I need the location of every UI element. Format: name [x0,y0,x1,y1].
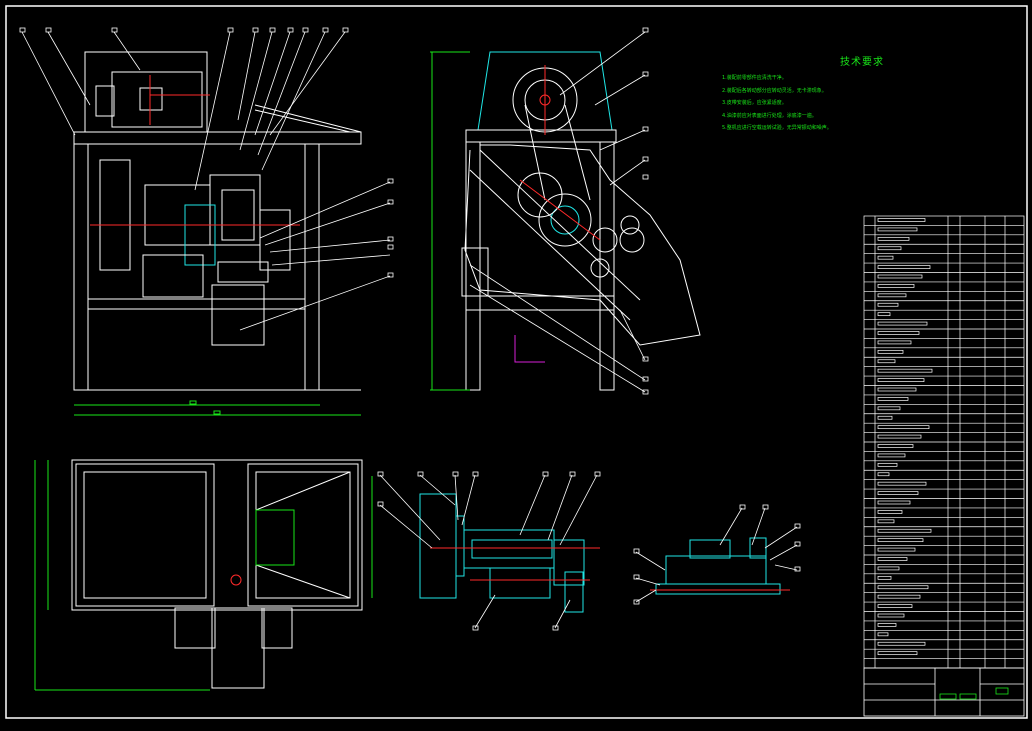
parts-list-entry [877,651,918,656]
requirement-line: 1.装配前零部件应清洗干净。 [722,75,787,81]
parts-list-entry [877,368,933,373]
parts-list-entry [877,406,901,411]
technical-requirements-title: 技术要求 [840,57,884,68]
parts-list-entry [877,227,918,232]
parts-list-entry [877,312,891,317]
parts-list-entry [877,218,926,222]
parts-list-entry [877,613,905,618]
parts-list-entry [877,378,925,382]
parts-list-entry [877,566,900,571]
parts-list-entry [877,444,914,448]
technical-requirements-list: 1.装配前零部件应清洗干净。 2.装配后各转动部分应转动灵活，无卡滞现象。 3.… [722,72,1022,135]
parts-list-entry [877,585,929,590]
parts-list-entry [877,293,907,298]
parts-list-entry [877,415,893,420]
parts-list-entry [877,462,898,467]
requirement-line: 5.整机应进行空载运转试验，无异常振动和噪声。 [722,125,832,131]
parts-list-entry [877,331,920,335]
parts-list-entry [877,397,909,401]
parts-list-entry [877,302,899,307]
parts-list-entry [877,500,911,505]
parts-list-entry [877,453,906,458]
parts-list-entry [877,528,932,533]
parts-list-table [863,215,1025,669]
parts-list-entry [877,510,903,514]
side-view-leaders [469,27,649,395]
parts-list-entry [877,491,919,495]
parts-list-entry [877,387,917,392]
parts-list-entry [877,434,922,439]
section-view-a-leaders [377,471,601,631]
parts-list-entry [877,359,896,364]
parts-list-entry [877,349,904,354]
parts-list-entry [877,274,923,279]
front-view [73,51,362,416]
requirement-line: 2.装配后各转动部分应转动灵活，无卡滞现象。 [722,87,827,94]
section-view-b [650,537,790,595]
section-view-a [419,493,600,613]
section-view-b-leaders [633,504,801,605]
parts-list-entry [877,594,921,599]
title-block [863,667,1025,717]
parts-list-entry [877,604,913,608]
requirement-line: 4.油漆前应对表面进行处理，涂底漆一遍。 [722,112,817,119]
parts-list-entry [877,481,927,486]
parts-list-entry [877,425,930,430]
side-view [430,51,701,391]
drawing-border [5,5,1028,719]
parts-list-entry [877,519,895,524]
parts-list-entry [877,321,928,326]
parts-list-entry [877,340,912,345]
parts-list-entry [877,575,892,580]
parts-list-entry [877,255,894,260]
parts-list-entry [877,472,890,477]
parts-list-entry [877,632,889,637]
requirement-line: 3.皮带安装后，应张紧适度。 [722,100,787,106]
parts-list-entry [877,641,926,646]
parts-list-entry [877,547,916,552]
parts-list-entry [877,265,931,269]
parts-list-entry [877,284,915,288]
parts-list-entry [877,246,902,251]
front-view-leaders [19,27,394,331]
parts-list-entry [877,236,910,241]
parts-list-entry [877,623,897,627]
top-view [34,459,373,691]
parts-list-entry [877,557,908,561]
parts-list-entry [877,538,924,543]
